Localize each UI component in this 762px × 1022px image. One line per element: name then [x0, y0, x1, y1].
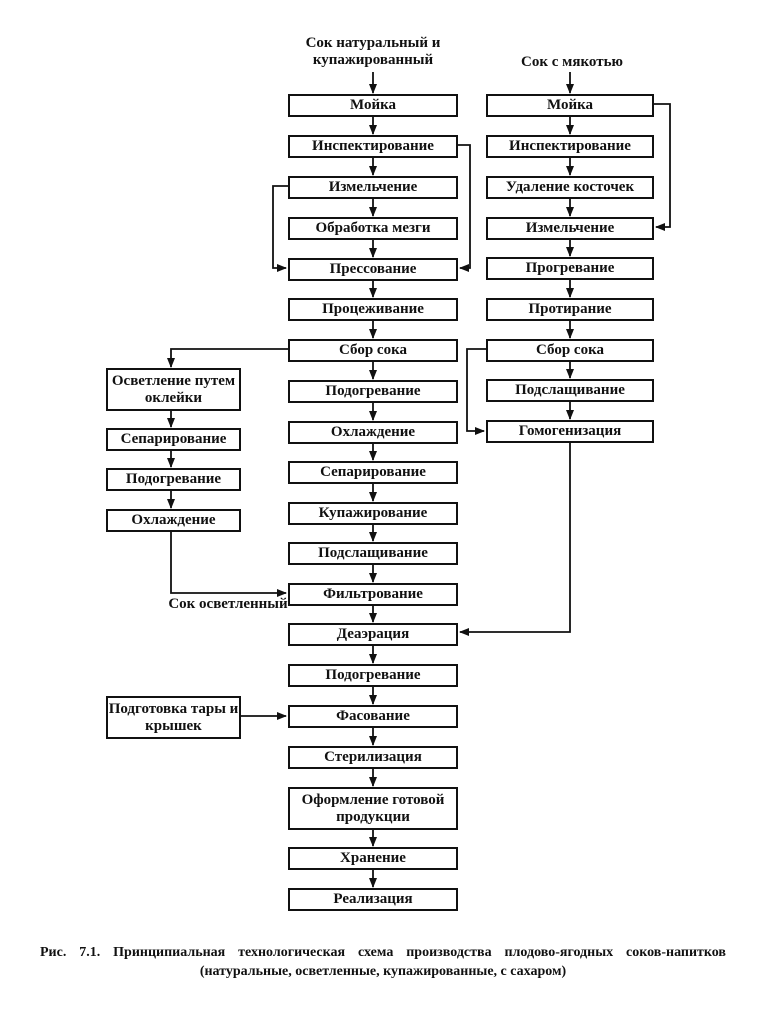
- pulp-juice-collection: Сбор сока: [486, 339, 654, 362]
- pulp-inspection: Инспектирование: [486, 135, 654, 158]
- input-pulp-juice: Сок с мякотью: [521, 54, 623, 70]
- main-crushing: Измельчение: [288, 176, 458, 199]
- main-heating-1: Подогревание: [288, 380, 458, 403]
- clarified-cooling: Охлаждение: [106, 509, 241, 532]
- main-cooling: Охлаждение: [288, 421, 458, 444]
- main-pressing: Прессование: [288, 258, 458, 281]
- main-straining: Процеживание: [288, 298, 458, 321]
- main-sweetening: Подслащивание: [288, 542, 458, 565]
- containers-preparation: Подготовка тары и крышек: [106, 696, 241, 739]
- main-sale: Реализация: [288, 888, 458, 911]
- main-heating-2: Подогревание: [288, 664, 458, 687]
- main-filtering: Фильтрование: [288, 583, 458, 606]
- clarified-juice-label: Сок осветленный: [168, 596, 288, 612]
- main-deaeration: Деаэрация: [288, 623, 458, 646]
- pulp-warming: Прогревание: [486, 257, 654, 280]
- pulp-washing: Мойка: [486, 94, 654, 117]
- main-inspection: Инспектирование: [288, 135, 458, 158]
- main-juice-collection: Сбор сока: [288, 339, 458, 362]
- pulp-sweetening: Подслащивание: [486, 379, 654, 402]
- main-storage: Хранение: [288, 847, 458, 870]
- figure-caption: Рис. 7.1. Принципиальная технологическая…: [40, 945, 726, 979]
- main-finishing: Оформление готовой продукции: [288, 787, 458, 830]
- main-washing: Мойка: [288, 94, 458, 117]
- clarified-clarification: Осветление путем оклейки: [106, 368, 241, 411]
- main-pulp-processing: Обработка мезги: [288, 217, 458, 240]
- clarified-separation: Сепарирование: [106, 428, 241, 451]
- pulp-wiping: Протирание: [486, 298, 654, 321]
- input-natural-juice: Сок натуральный и купажированный: [305, 35, 441, 68]
- pulp-pit-removal: Удаление косточек: [486, 176, 654, 199]
- main-filling: Фасование: [288, 705, 458, 728]
- main-sterilization: Стерилизация: [288, 746, 458, 769]
- main-blending: Купажирование: [288, 502, 458, 525]
- pulp-crushing: Измельчение: [486, 217, 654, 240]
- clarified-heating: Подогревание: [106, 468, 241, 491]
- pulp-homogenization: Гомогенизация: [486, 420, 654, 443]
- main-separation: Сепарирование: [288, 461, 458, 484]
